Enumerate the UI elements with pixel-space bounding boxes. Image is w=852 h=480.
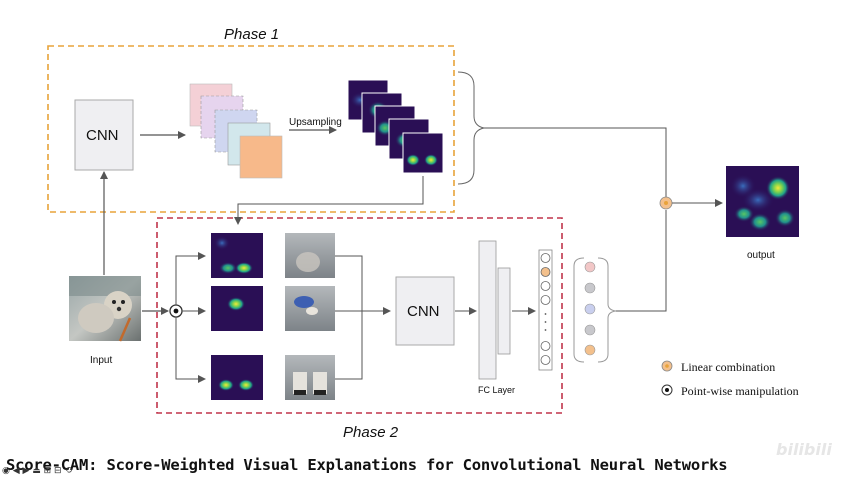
selected-weights xyxy=(584,261,596,356)
phase1-to-output-line xyxy=(484,127,667,202)
output-heatmap xyxy=(726,166,799,237)
weights-left-bracket xyxy=(573,257,585,363)
output-label: output xyxy=(747,250,775,261)
weights-right-brace xyxy=(597,257,617,363)
upsampled-maps-stack xyxy=(347,79,444,174)
bilibili-watermark: bilibili xyxy=(776,440,832,459)
input-label: Input xyxy=(90,355,113,366)
phase2-title: Phase 2 xyxy=(343,424,399,441)
phase2-cnn-label: CNN xyxy=(407,303,440,320)
input-dog-image xyxy=(69,276,141,342)
phase2-heatmap-3 xyxy=(211,355,263,400)
phase1-title: Phase 1 xyxy=(224,26,280,43)
masked-image-2 xyxy=(285,286,335,331)
phase1-cnn-label: CNN xyxy=(86,127,119,144)
phase2-cnn-box xyxy=(395,276,455,346)
fc-layer-label: FC Layer xyxy=(478,385,516,395)
weights-to-output-line xyxy=(616,210,667,312)
phase1-cnn-box xyxy=(74,99,134,171)
arrow-maps-to-phase2 xyxy=(234,176,424,225)
phase2-heatmap-1 xyxy=(211,233,263,278)
branch-bottom xyxy=(175,317,206,383)
masked-image-3 xyxy=(285,355,335,400)
masked-merge-bracket xyxy=(335,255,363,380)
branch-top xyxy=(175,252,206,305)
legend-pointwise-text: Point-wise manipulation xyxy=(681,384,799,398)
slide-caption: Score-CAM: Score-Weighted Visual Explana… xyxy=(6,456,728,474)
legend-linear-text: Linear combination xyxy=(681,360,776,374)
masked-image-1 xyxy=(285,233,335,278)
score-vector xyxy=(538,249,553,371)
upsampling-label: Upsampling xyxy=(289,117,342,128)
fc-layer-bar-2 xyxy=(497,267,511,355)
fc-layer-bar-1 xyxy=(478,240,497,380)
phase1-brace xyxy=(457,71,485,185)
phase2-frame xyxy=(156,217,563,414)
player-controls[interactable]: ◉ ◀ ▶ ⏏ ⊞ ⊟ ⟲ xyxy=(2,466,72,476)
feature-map-stack xyxy=(189,83,283,179)
phase2-heatmap-2 xyxy=(211,286,263,331)
phase1-frame xyxy=(47,45,455,213)
